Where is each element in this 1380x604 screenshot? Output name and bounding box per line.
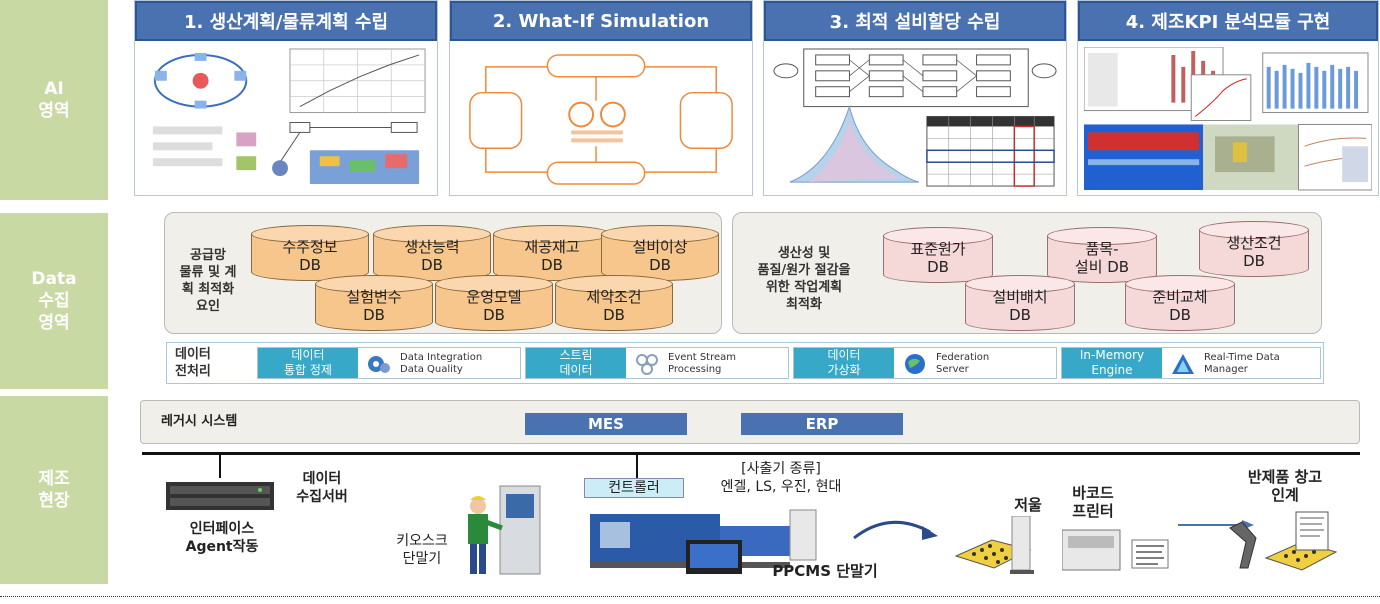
module-whatif-simulation: 2. What-If Simulation	[449, 0, 753, 196]
legacy-system-label: 레거시 시스템	[161, 414, 238, 429]
allocation-network-image	[773, 48, 1057, 187]
injection-machine-image	[590, 509, 817, 574]
injection-machine-types-label: [사출기 종류]엔겔, LS, 우진, 현대	[720, 461, 842, 495]
scale-label: 저울	[1014, 496, 1042, 514]
legacy-system-bar: 레거시 시스템 MES ERP	[140, 400, 1360, 444]
erp-bar: ERP	[741, 413, 903, 435]
tray-scale-image	[954, 516, 1034, 574]
production-plan-diagram-image	[152, 48, 426, 185]
module-kpi-analysis: 4. 제조KPI 분석모듈 구현	[1077, 0, 1379, 196]
process-flow-arrow	[853, 520, 938, 540]
worker-kiosk-image	[468, 485, 541, 575]
module-title: 1. 생산계획/물류계획 수립	[135, 1, 437, 41]
realtime-triangle-icon	[1172, 354, 1194, 374]
db-item-equipment: 품목-설비 DB	[1047, 227, 1157, 283]
kpi-dashboard-collage-image	[1084, 47, 1372, 191]
server-rack-image	[166, 482, 274, 510]
server-connector-line	[219, 454, 221, 478]
module-production-plan: 1. 생산계획/물류계획 수립	[134, 0, 438, 196]
module-title: 3. 최적 설비할당 수립	[764, 1, 1066, 41]
simulation-flow-diagram-image	[469, 54, 733, 185]
event-stream-icon	[636, 354, 658, 375]
ppcms-terminal-label: PPCMS 단말기	[772, 562, 878, 580]
mes-bar: MES	[525, 413, 687, 435]
controller-label: 컨트롤러	[584, 478, 684, 498]
integration-gears-icon	[368, 356, 390, 373]
module-title: 4. 제조KPI 분석모듈 구현	[1078, 1, 1378, 41]
module-equipment-allocation: 3. 최적 설비할당 수립	[763, 0, 1067, 196]
barcode-scanner-tray-image	[1229, 511, 1338, 571]
barcode-printer-image	[1062, 529, 1169, 571]
module-title: 2. What-If Simulation	[450, 1, 752, 41]
controller-connector-line	[636, 454, 638, 480]
network-backbone-line	[142, 452, 1360, 455]
bottom-dotted-divider	[0, 596, 1380, 597]
globe-icon	[905, 354, 925, 374]
